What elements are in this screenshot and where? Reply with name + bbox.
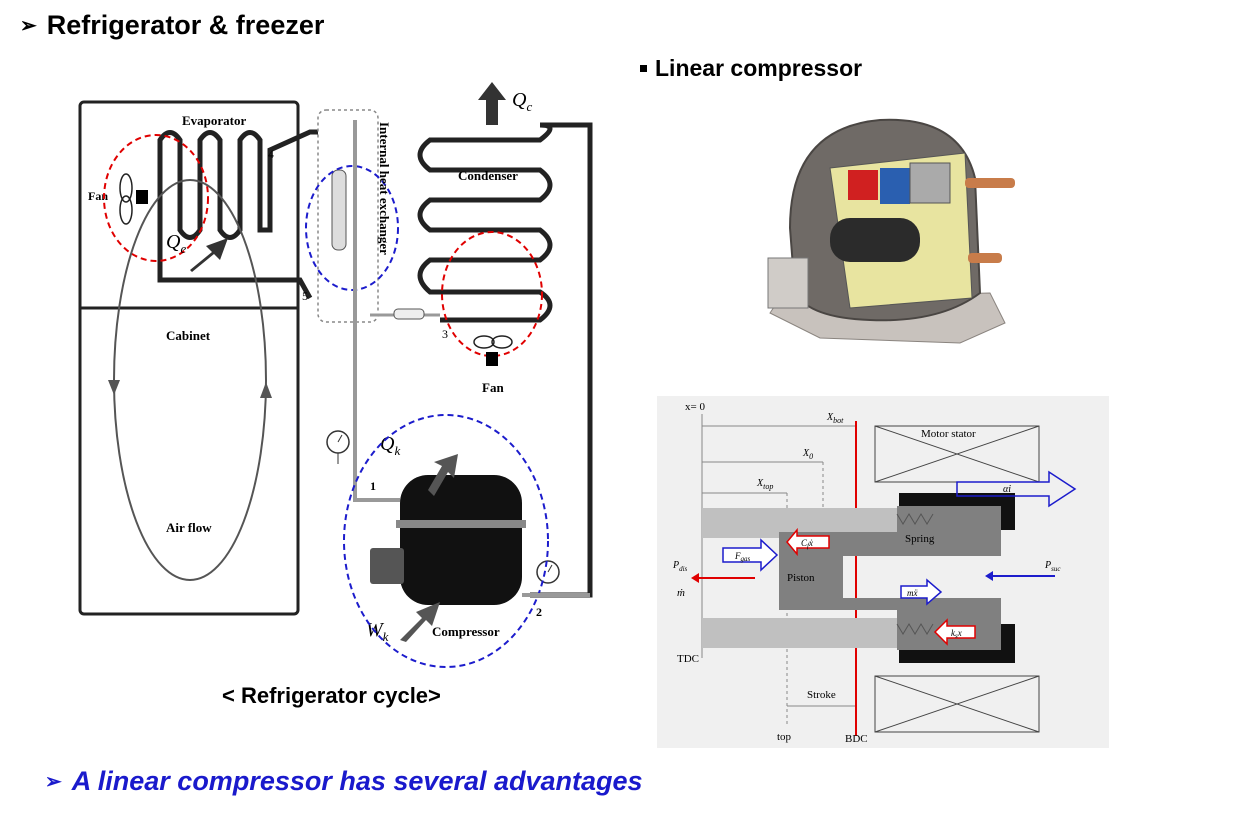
refrigerator-cycle-caption: < Refrigerator cycle>: [222, 683, 441, 708]
piston-label: Piston: [787, 572, 815, 584]
evaporator-label: Evaporator: [182, 113, 247, 128]
compressor-terminal: [370, 548, 404, 584]
wk-work-arrow-icon: [400, 602, 440, 642]
refrigerator-cycle-diagram: Evaporator 4 Fan Qe Cabinet Air flow 5 I…: [78, 82, 593, 668]
alpha-i-arrow-icon: [956, 470, 1077, 508]
alpha-i-label: αi: [1003, 484, 1011, 495]
x0-label: x= 0: [685, 401, 705, 413]
point-2-label: 2: [536, 605, 542, 619]
cylinder-wall-bottom: [702, 618, 897, 648]
condenser-fan-icon: [473, 335, 513, 366]
advantage-statement: ➢ A linear compressor has several advant…: [45, 766, 643, 797]
magnet-holder-top: [899, 493, 1015, 530]
fgas-label: Fgas: [734, 551, 751, 563]
air-flow-arrow-down-icon: [108, 380, 120, 395]
pressure-gauge-1-icon: [326, 430, 350, 464]
motor-stator-label: Motor stator: [921, 428, 976, 440]
pdis-label: Pdis: [672, 560, 688, 573]
qk-heat-arrow-icon: [428, 454, 458, 496]
motor-stator-bottom: [874, 675, 1040, 733]
schematic-background: [657, 396, 1109, 748]
magnet-holder-bottom: [899, 624, 1015, 663]
xtop-label: Xtop: [756, 478, 773, 491]
bdc-label: BDC: [845, 733, 868, 745]
cf-arrow-icon: [786, 527, 830, 557]
heat-exchanger-box: [317, 109, 379, 323]
ksx-arrow-icon: [933, 618, 976, 646]
compressor-highlight: [343, 414, 549, 668]
page-title: ➢ Refrigerator & freezer: [20, 10, 324, 41]
spring-top-icon: [896, 513, 934, 525]
blue-component: [880, 168, 910, 204]
piston-cylinder: [830, 218, 920, 262]
evaporator-coil: [157, 129, 318, 250]
stroke-label: Stroke: [807, 689, 836, 701]
red-component: [848, 170, 878, 200]
linear-compressor-illustration: [767, 118, 1015, 344]
fgas-arrow-icon: [722, 538, 779, 572]
compressor-label: Compressor: [432, 624, 500, 639]
x-zero-label: X0: [802, 448, 813, 461]
qe-label: Qe: [166, 231, 186, 256]
heat-exchanger-tube: [331, 169, 347, 251]
mdot-label: ṁ: [677, 587, 685, 599]
piston-body: [779, 506, 1001, 650]
top-label: top: [777, 731, 792, 743]
square-bullet-icon: [640, 65, 647, 72]
spring-label: Spring: [905, 533, 935, 545]
heat-exchanger-highlight: [305, 165, 399, 291]
psuc-arrowhead: [985, 571, 993, 581]
linear-compressor-title: Linear compressor: [655, 55, 863, 81]
point-1-label: 1: [370, 479, 376, 493]
linear-compressor-schematic: x= 0 Xbot X0 Xtop Motor stator Piston Sp…: [657, 396, 1109, 748]
point-5-label: 5: [302, 289, 308, 303]
pdis-arrowhead: [691, 573, 699, 583]
page-title-text: Refrigerator & freezer: [46, 10, 325, 40]
condenser-coil: [417, 122, 593, 598]
qc-label: Qc: [512, 89, 532, 114]
condenser-fan-highlight: [441, 231, 543, 357]
fan-right-label: Fan: [482, 380, 504, 395]
mx-arrow-icon: [900, 578, 943, 606]
internal-heat-exchanger-label: Internal heat exchanger: [377, 122, 392, 255]
cf-label: Cfẋ: [801, 538, 813, 550]
air-flow-arrow-up-icon: [260, 382, 272, 398]
arrow-bullet-icon: ➢: [20, 15, 37, 37]
condenser-label: Condenser: [458, 168, 518, 183]
capillary-filter: [393, 308, 425, 320]
air-flow-label: Air flow: [166, 520, 212, 535]
linear-compressor-heading: Linear compressor: [640, 55, 862, 82]
point-3-label: 3: [442, 327, 448, 341]
evaporator-fan-highlight: [103, 134, 209, 262]
arrow-bullet-icon: ➢: [45, 771, 62, 793]
fan-left-label: Fan: [88, 189, 108, 203]
point-4-label: 4: [268, 147, 274, 161]
pipe-stub-2: [968, 253, 1002, 263]
compressor-band: [396, 520, 526, 528]
cabinet-label: Cabinet: [166, 328, 211, 343]
ksx-label: ksx: [951, 628, 962, 640]
psuc-label: Psuc: [1044, 560, 1061, 573]
tdc-label: TDC: [677, 653, 699, 665]
suction-pipe: [353, 120, 400, 502]
qc-heat-arrow-icon: [478, 82, 506, 125]
mx-label: mẍ: [907, 588, 918, 598]
wk-label: Wk: [366, 619, 389, 644]
refrigerator-outline: [78, 100, 300, 616]
xbot-label: Xbot: [826, 412, 844, 425]
evaporator-fan-icon: [119, 173, 148, 225]
spring-component: [909, 162, 951, 204]
evaporator-return-pipe: [157, 250, 313, 300]
qe-heat-arrow-icon: [190, 238, 228, 272]
pressure-gauge-2-icon: [536, 560, 560, 584]
terminal-block: [767, 257, 809, 309]
pipe-stub-1: [965, 178, 1015, 188]
qk-label: Qk: [380, 433, 400, 458]
advantage-text: A linear compressor has several advantag…: [71, 766, 643, 796]
spring-bottom-icon: [896, 623, 934, 635]
compressor-body: [400, 475, 522, 605]
